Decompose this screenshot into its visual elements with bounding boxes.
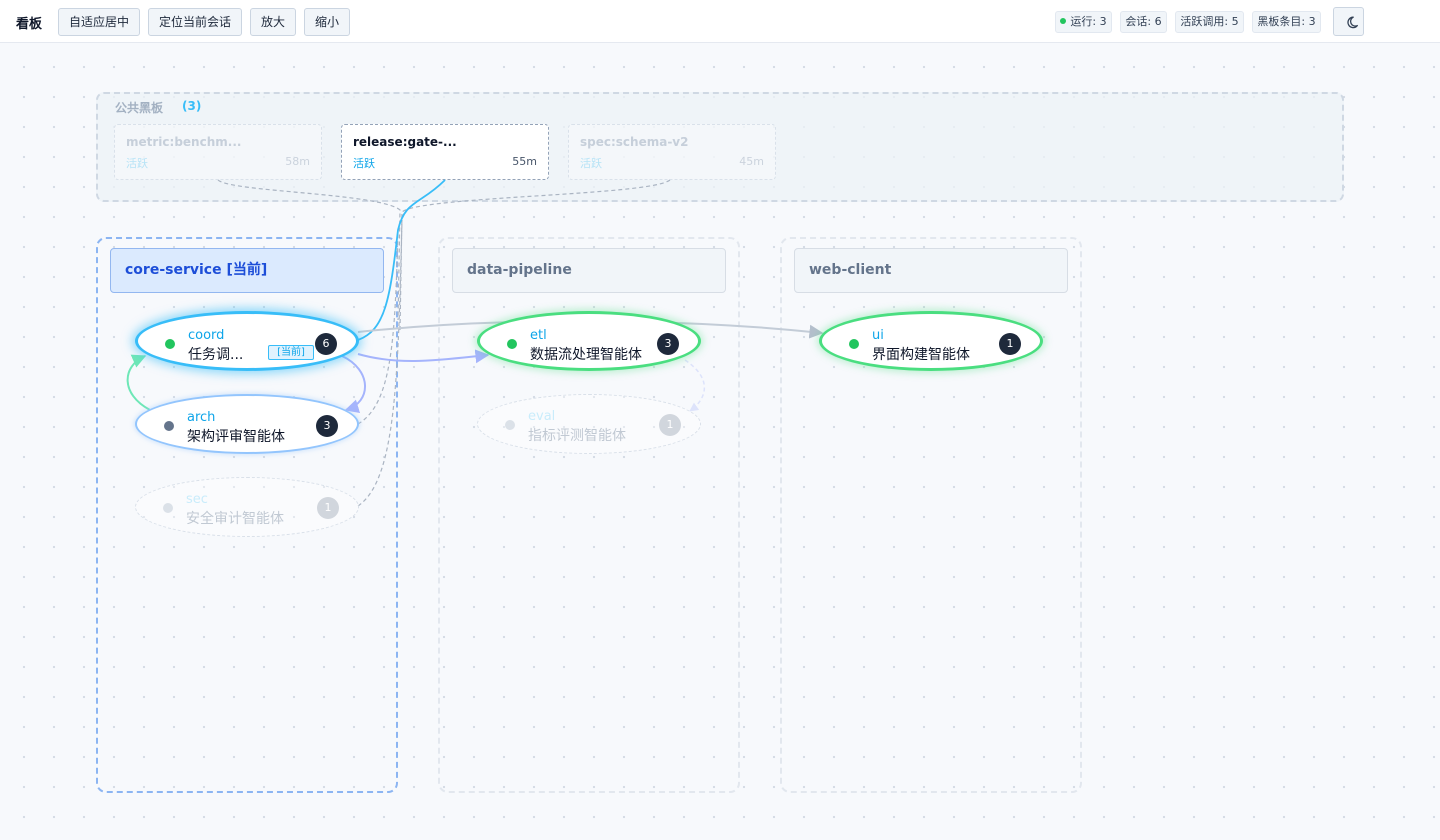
agent-name: 界面构建智能体: [872, 347, 970, 363]
blackboard-item-title: spec:schema-v2: [580, 135, 689, 149]
agent-id: etl: [530, 328, 547, 343]
status-dot-icon: [163, 503, 173, 513]
status-dot-icon: [849, 339, 859, 349]
call-count-badge: 1: [659, 414, 681, 436]
current-tag: [当前]: [268, 345, 314, 360]
agent-name: 数据流处理智能体: [530, 347, 642, 363]
active-calls-label: 活跃调用: 5: [1180, 15, 1239, 28]
running-dot-icon: [1060, 18, 1067, 24]
status-dot-icon: [165, 339, 175, 349]
status-dot-icon: [507, 339, 517, 349]
agent-node-eval[interactable]: eval 指标评测智能体 1: [477, 394, 701, 454]
blackboard-item-release[interactable]: release:gate-... 活跃 55m: [341, 124, 549, 180]
agent-node-arch[interactable]: arch 架构评审智能体 3: [135, 394, 359, 454]
blackboard-item-age: 55m: [512, 155, 537, 168]
running-count-label: 运行: 3: [1070, 15, 1107, 28]
blackboard-item-status: 活跃: [353, 157, 375, 170]
blackboard-item-age: 58m: [285, 155, 310, 168]
blackboard-item-title: release:gate-...: [353, 135, 457, 149]
zoom-out-button[interactable]: 缩小: [304, 8, 350, 36]
status-dot-icon: [505, 420, 515, 430]
group-header-web-client[interactable]: web-client: [794, 248, 1068, 293]
call-count-badge: 6: [315, 333, 337, 355]
call-count-badge: 1: [317, 497, 339, 519]
blackboard-item-status: 活跃: [126, 157, 148, 170]
agent-id: coord: [188, 328, 225, 343]
top-toolbar: 看板 自适应居中 定位当前会话 放大 缩小 运行: 3 会话: 6 活跃调用: …: [0, 0, 1440, 43]
group-header-data-pipeline[interactable]: data-pipeline: [452, 248, 726, 293]
session-count-chip: 会话: 6: [1120, 11, 1167, 33]
agent-node-sec[interactable]: sec 安全审计智能体 1: [135, 477, 359, 537]
page-title: 看板: [16, 17, 43, 32]
board-items-chip: 黑板条目: 3: [1252, 11, 1321, 33]
session-count-label: 会话: 6: [1125, 15, 1162, 28]
agent-name: 指标评测智能体: [528, 428, 626, 444]
call-count-badge: 3: [316, 415, 338, 437]
agent-node-ui[interactable]: ui 界面构建智能体 1: [819, 311, 1043, 371]
agent-id: eval: [528, 409, 556, 424]
agent-id: arch: [187, 410, 216, 425]
agent-name: 安全审计智能体: [186, 511, 284, 527]
agent-node-etl[interactable]: etl 数据流处理智能体 3: [477, 311, 701, 371]
agent-name: 架构评审智能体: [187, 429, 285, 445]
active-calls-chip: 活跃调用: 5: [1175, 11, 1244, 33]
board-items-label: 黑板条目: 3: [1257, 15, 1316, 28]
locate-session-button[interactable]: 定位当前会话: [148, 8, 242, 36]
agent-name: 任务调...: [188, 347, 244, 363]
zoom-in-button[interactable]: 放大: [250, 8, 296, 36]
running-count-chip: 运行: 3: [1055, 11, 1112, 33]
moon-icon: [1347, 16, 1358, 29]
group-web-client: [780, 237, 1082, 793]
call-count-badge: 3: [657, 333, 679, 355]
agent-id: sec: [186, 492, 208, 507]
blackboard-item-age: 45m: [739, 155, 764, 168]
blackboard-item-title: metric:benchm...: [126, 135, 242, 149]
group-header-core-service[interactable]: core-service [当前]: [110, 248, 384, 293]
blackboard-item-metric[interactable]: metric:benchm... 活跃 58m: [114, 124, 322, 180]
agent-node-coord[interactable]: coord 任务调... [当前] 6: [135, 311, 359, 371]
blackboard-item-spec[interactable]: spec:schema-v2 活跃 45m: [568, 124, 776, 180]
blackboard-item-status: 活跃: [580, 157, 602, 170]
blackboard-title: 公共黑板: [115, 101, 164, 115]
blackboard-count: (3): [182, 99, 202, 113]
agent-id: ui: [872, 328, 884, 343]
call-count-badge: 1: [999, 333, 1021, 355]
theme-toggle-button[interactable]: [1333, 7, 1364, 36]
status-dot-icon: [164, 421, 174, 431]
fit-center-button[interactable]: 自适应居中: [58, 8, 140, 36]
